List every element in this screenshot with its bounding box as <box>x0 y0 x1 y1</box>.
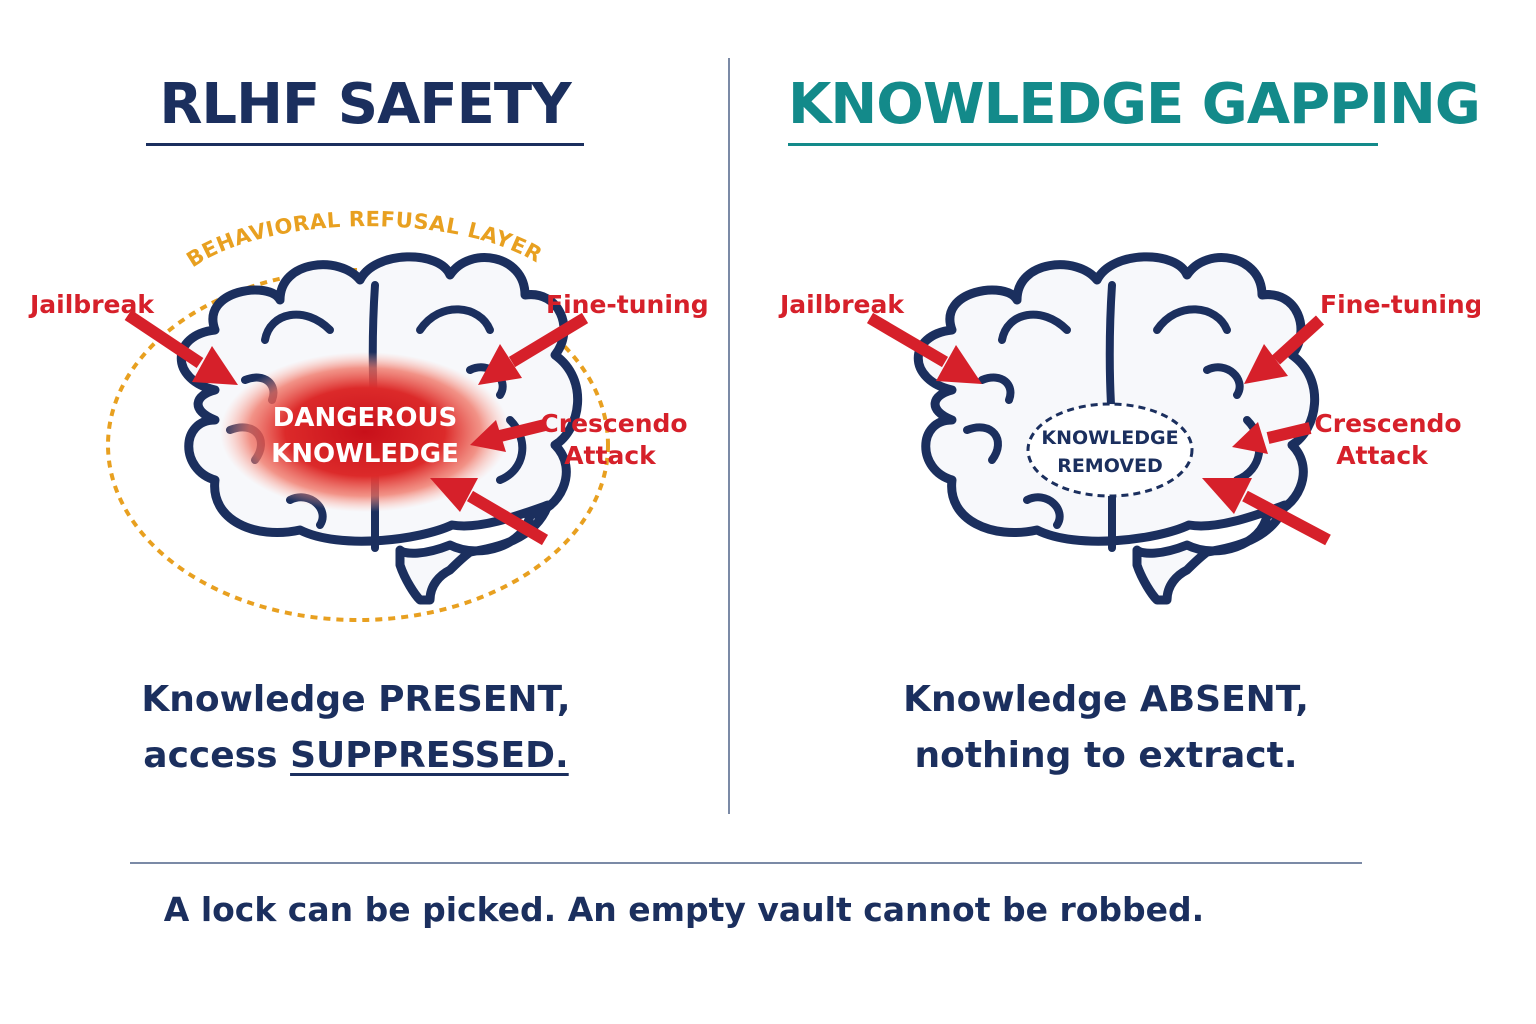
rlhf-panel: BEHAVIORAL REFUSAL LAYER DANGEROUS KNOWL… <box>0 0 740 660</box>
dangerous-knowledge-glow <box>220 352 510 512</box>
rlhf-diagram: BEHAVIORAL REFUSAL LAYER DANGEROUS KNOWL… <box>28 207 709 622</box>
rlhf-caption-line2: access SUPPRESSED. <box>106 728 606 784</box>
title-knowledge-gapping: KNOWLEDGE GAPPING <box>788 72 1481 146</box>
knowledge-removed-line1: KNOWLEDGE <box>1041 427 1178 449</box>
gapping-caption: Knowledge ABSENT, nothing to extract. <box>846 672 1366 784</box>
title-rlhf-safety: RLHF SAFETY <box>146 72 584 146</box>
attack-label-finetuning: Fine-tuning <box>546 290 709 319</box>
gapping-caption-line2: nothing to extract. <box>914 735 1298 776</box>
rlhf-caption: Knowledge PRESENT, access SUPPRESSED. <box>106 672 606 784</box>
jailbreak-arrow-icon <box>124 310 238 385</box>
gapping-panel: KNOWLEDGE REMOVED Jailbreak Fine-tuning … <box>740 0 1480 660</box>
knowledge-removed-line2: REMOVED <box>1057 455 1163 477</box>
gapping-diagram: KNOWLEDGE REMOVED Jailbreak Fine-tuning … <box>778 0 1480 660</box>
attack-label-crescendo: Crescendo <box>540 409 687 438</box>
gapping-caption-line1: Knowledge ABSENT, <box>903 679 1309 720</box>
jailbreak-arrow-icon <box>866 312 982 384</box>
fourth-attack-arrow-icon <box>1202 478 1331 546</box>
attack-label-attack: Attack <box>1336 441 1429 470</box>
crescendo-arrow-icon <box>1232 422 1312 454</box>
dangerous-knowledge-line1: DANGEROUS <box>273 403 458 433</box>
crescendo-arrow-icon <box>470 419 547 452</box>
attack-label-finetuning: Fine-tuning <box>1320 290 1480 319</box>
attack-label-jailbreak: Jailbreak <box>28 290 155 319</box>
finetuning-arrow-icon <box>478 312 589 385</box>
finetuning-arrow-icon <box>1244 315 1325 384</box>
attack-label-jailbreak: Jailbreak <box>778 290 905 319</box>
knowledge-removed-outline <box>1026 402 1194 498</box>
vertical-divider <box>728 58 730 814</box>
rlhf-caption-line1: Knowledge PRESENT, <box>141 679 571 720</box>
fourth-attack-arrow-icon <box>430 478 549 546</box>
attack-label-attack: Attack <box>564 441 657 470</box>
refusal-layer-boundary <box>106 268 610 622</box>
attack-label-crescendo: Crescendo <box>1314 409 1461 438</box>
dangerous-knowledge-line2: KNOWLEDGE <box>271 439 459 469</box>
rlhf-caption-emphasis: SUPPRESSED. <box>290 735 569 776</box>
bottom-quote: A lock can be picked. An empty vault can… <box>163 890 1205 929</box>
horizontal-divider <box>130 862 1362 864</box>
rlhf-caption-prefix: access <box>143 735 291 776</box>
